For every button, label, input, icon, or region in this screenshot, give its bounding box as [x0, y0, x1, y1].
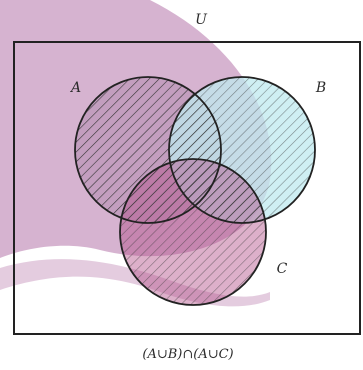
set-b-label: B: [315, 80, 326, 96]
diagram-caption: (A∪B)∩(A∪C): [142, 347, 233, 362]
set-c-circle: [119, 158, 267, 306]
set-a-label: A: [69, 80, 81, 96]
set-c-label: C: [277, 261, 288, 277]
universe-label: U: [195, 12, 208, 28]
hatch-set-c: [120, 159, 266, 305]
universe-rectangle: [13, 41, 361, 335]
set-b-circle: [168, 76, 316, 224]
set-a-circle: [74, 76, 222, 224]
